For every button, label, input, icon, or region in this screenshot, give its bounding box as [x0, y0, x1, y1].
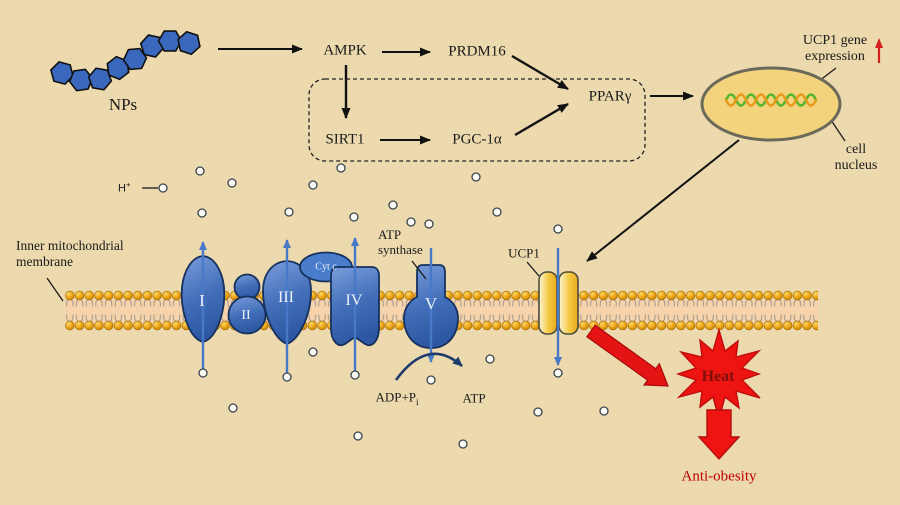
pgc1a-to-pparg-arrow [514, 102, 569, 137]
prdm16-to-pparg-arrow [511, 54, 569, 91]
dna-strand-green [724, 93, 818, 107]
proton-ions [158, 163, 609, 449]
pgc1a-label: PGC-1α [452, 131, 502, 148]
ucp1-gene-expression-label: UCP1 gene expression [802, 32, 868, 64]
adp-to-atp-arrow [394, 352, 463, 381]
complex-2-label: II [241, 307, 251, 323]
nanoparticle-chain [49, 30, 201, 92]
adp-pi-label: ADP+Pi [375, 389, 419, 408]
atp-label: ATP [462, 390, 486, 406]
heat-to-antiobesity-arrow [697, 409, 741, 461]
sirt1-pgc1a-pparg-dashed-box [308, 78, 646, 162]
gene-upregulation-arrow [875, 38, 883, 63]
ucp1-label-pointer [526, 261, 540, 277]
pparg-label: PPARγ [588, 88, 632, 105]
ucp1-label: UCP1 [508, 245, 540, 261]
cell-nucleus-pointer [830, 119, 846, 142]
nucleus-to-ucp1-arrow [586, 139, 740, 262]
nps-label: NPs [108, 95, 138, 115]
complex-1-label: I [199, 291, 205, 311]
inner-membrane-label: Inner mitochondrial membrane [16, 238, 124, 269]
prdm16-label: PRDM16 [448, 43, 506, 60]
anti-obesity-label: Anti-obesity [681, 468, 757, 485]
atp-synthase-label-pointer [411, 260, 427, 280]
dna-strand-orange [724, 93, 818, 107]
complex-2-bottom-shape [227, 295, 267, 335]
complex-3-label: III [278, 288, 294, 306]
heat-label: Heat [701, 367, 735, 385]
cytochrome-c-label: Cyt c [315, 261, 337, 273]
ucp1-to-heat-arrow [586, 324, 669, 387]
membrane-label-pointer [46, 277, 64, 302]
cell-nucleus-shape [700, 66, 842, 142]
ampk-label: AMPK [323, 42, 367, 59]
complex-4-label: IV [345, 291, 363, 309]
cell-nucleus-label: cell nucleus [834, 141, 878, 173]
proton-label: H+ [118, 180, 131, 195]
atp-synthase-label: ATP synthase [378, 227, 423, 257]
complex-5-label: V [424, 294, 438, 314]
sirt1-label: SIRT1 [325, 131, 365, 148]
